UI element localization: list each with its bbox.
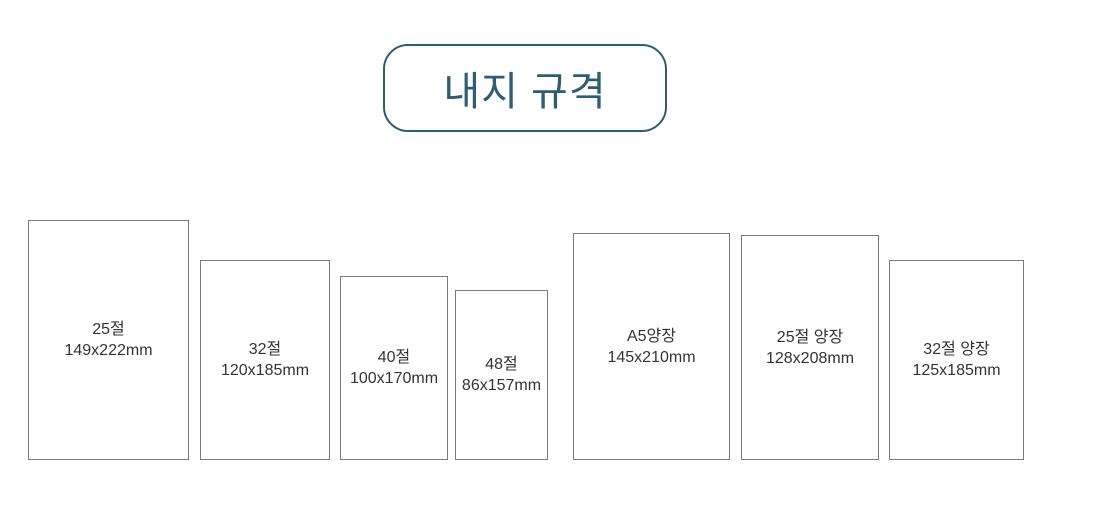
paper-size-name: 25절 양장 — [776, 328, 844, 346]
paper-size-name: 32절 양장 — [923, 341, 990, 358]
paper-size-dims: 128x208mm — [765, 349, 855, 367]
paper-size-name: 25절 — [92, 321, 125, 338]
title-box: 내지 규격 — [383, 44, 667, 132]
paper-size-name: A5양장 — [626, 327, 676, 345]
paper-size-name: 48절 — [485, 356, 518, 373]
page-title: 내지 규격 — [443, 70, 607, 114]
paper-size-box: A5양장 145x210mm — [573, 233, 730, 460]
paper-size-dims: 86x157mm — [461, 377, 542, 394]
paper-size-dims: 120x185mm — [220, 362, 310, 379]
paper-size-dims: 145x210mm — [607, 348, 696, 366]
paper-size-name: 40절 — [377, 349, 411, 366]
paper-size-box: 32절 120x185mm — [200, 260, 330, 460]
paper-size-box: 48절 86x157mm — [455, 290, 548, 460]
paper-size-name: 32절 — [248, 341, 282, 358]
paper-size-box: 25절 149x222mm — [28, 220, 189, 460]
paper-size-dims: 149x222mm — [64, 342, 153, 359]
paper-size-box: 32절 양장 125x185mm — [889, 260, 1024, 460]
paper-size-dims: 125x185mm — [912, 362, 1001, 379]
paper-size-box: 40절 100x170mm — [340, 276, 448, 460]
paper-size-box: 25절 양장 128x208mm — [741, 235, 879, 460]
paper-size-dims: 100x170mm — [349, 370, 439, 387]
